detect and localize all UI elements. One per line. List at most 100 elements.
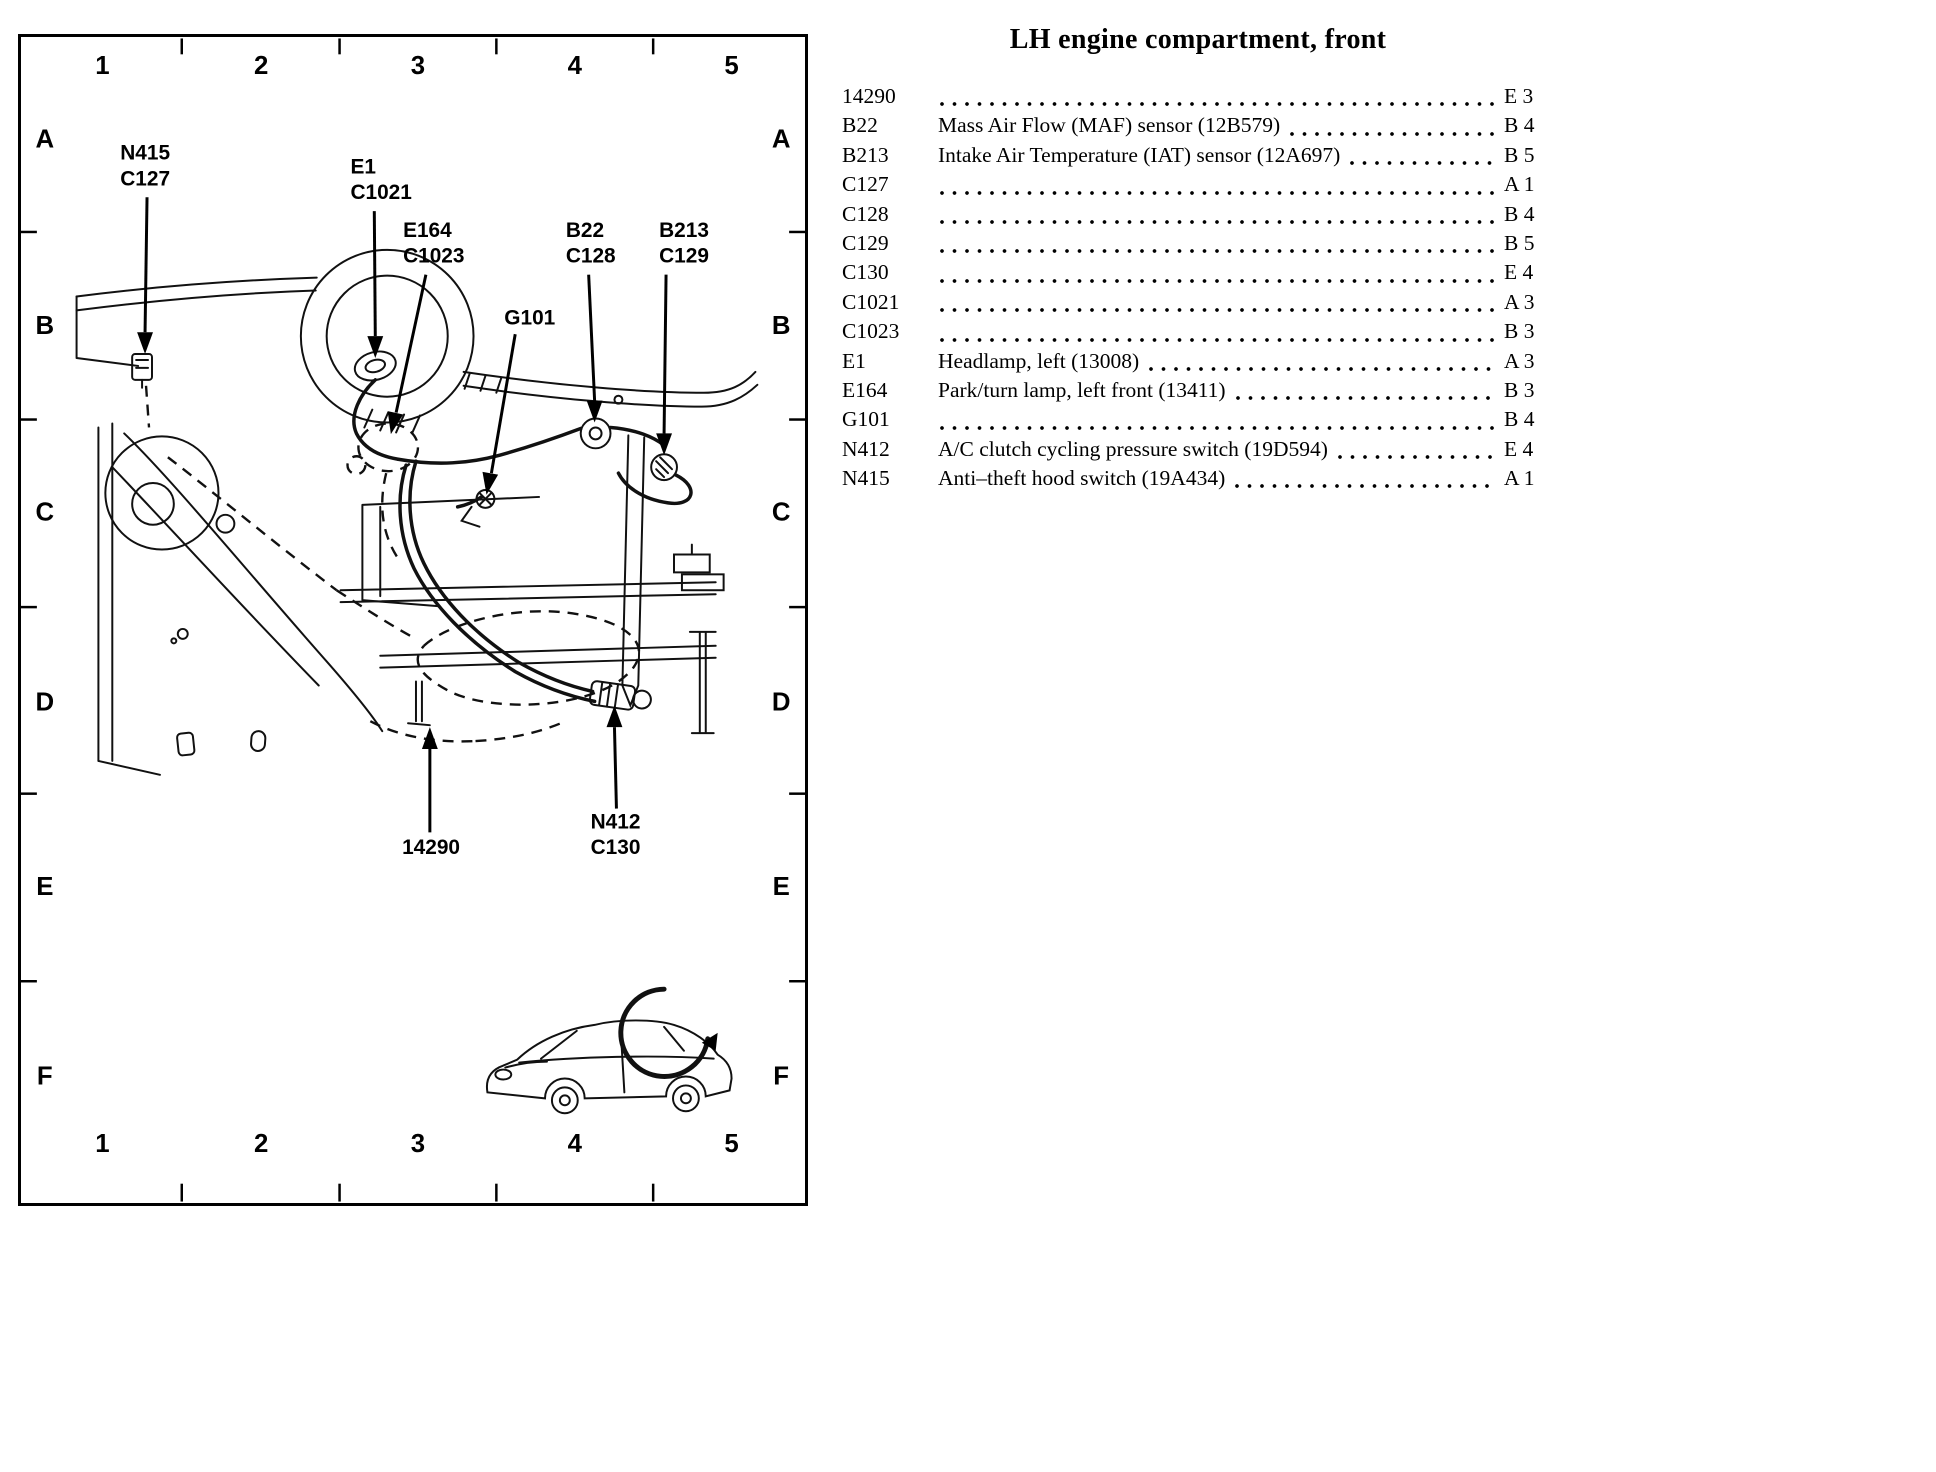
legend-code: N412: [842, 436, 890, 461]
legend-desc: Anti–theft hood switch (19A434): [938, 466, 1226, 491]
callout-g101-line1: G101: [504, 306, 555, 329]
callout-e164-line2: C1023: [403, 245, 464, 268]
callout-b213-line1: B213: [659, 219, 709, 242]
legend-dot-leader: [1288, 119, 1496, 141]
legend-grid-ref: A 3: [1504, 289, 1535, 314]
legend-desc: Intake Air Temperature (IAT) sensor (12A…: [938, 142, 1341, 167]
legend-grid-ref: B 3: [1504, 377, 1535, 402]
callout-b22-line1: B22: [566, 219, 604, 242]
callout-g101: G101: [482, 306, 555, 495]
grid-row-label: C: [35, 499, 54, 527]
connector-art: [131, 350, 678, 711]
grid-row-label: D: [772, 688, 791, 716]
grid-col-label: 1: [95, 1130, 109, 1158]
grid-col-label: 5: [724, 52, 738, 80]
callout-b22-arrow: [587, 274, 597, 401]
callout-n415: N415 C127: [120, 142, 170, 355]
location-swirl-arrow: [618, 986, 711, 1079]
legend-row-c130: C130 E 4: [842, 258, 1554, 287]
grid-row-label: F: [37, 1062, 53, 1090]
legend-dot-leader: [938, 207, 1496, 229]
legend-desc: Mass Air Flow (MAF) sensor (12B579): [938, 113, 1281, 138]
legend-code: C1021: [842, 289, 900, 314]
body-structure-art: [75, 248, 759, 776]
legend-dot-leader: [938, 295, 1496, 317]
legend-grid-ref: E 4: [1504, 260, 1534, 285]
legend-grid-ref: E 4: [1504, 436, 1534, 461]
legend-dot-leader: [938, 325, 1496, 347]
grid-row-label: A: [772, 126, 791, 154]
grid-row-label: F: [773, 1062, 789, 1090]
grid-col-label: 1: [95, 52, 109, 80]
grid-col-label: 4: [568, 52, 583, 80]
legend-grid-ref: B 4: [1504, 113, 1535, 138]
callout-n415-arrow: [143, 197, 149, 333]
grid-col-label: 5: [724, 1130, 738, 1158]
callout-b213-arrow: [662, 274, 668, 434]
legend-desc: A/C clutch cycling pressure switch (19D5…: [938, 436, 1328, 461]
callout-b22: B22 C128: [566, 219, 616, 423]
callout-b22-line2: C128: [566, 245, 616, 268]
grid-row-label: A: [35, 126, 54, 154]
callout-e1-arrow: [372, 211, 377, 337]
legend-dot-leader: [1234, 383, 1496, 405]
legend-code: E1: [842, 348, 866, 373]
legend-code: E164: [842, 377, 888, 402]
legend-code: B22: [842, 113, 878, 138]
legend-dot-leader: [1336, 442, 1496, 464]
callout-n412: N412 C130: [591, 705, 641, 859]
grid-row-label: C: [772, 499, 791, 527]
callout-14290: 14290: [402, 727, 460, 859]
callout-n412-line2: C130: [591, 836, 641, 859]
legend-code: N415: [842, 466, 890, 491]
ground-g101: [460, 489, 496, 528]
connector-b22-c128: [579, 417, 612, 450]
grid-col-label: 4: [568, 1130, 583, 1158]
legend-grid-ref: B 3: [1504, 319, 1535, 344]
legend-desc: Park/turn lamp, left front (13411): [938, 377, 1226, 402]
legend-code: C130: [842, 260, 889, 285]
callout-n412-arrow: [612, 727, 618, 809]
engine-compartment-diagram: 1 2 3 4 5 1 2 3 4 5 A B C D E F A B C D …: [21, 38, 805, 1202]
grid-col-label: 2: [254, 1130, 268, 1158]
legend-row-c1021: C1021 A 3: [842, 288, 1554, 317]
callout-n415-line1: N415: [120, 142, 170, 165]
car-locator-art: [485, 986, 733, 1115]
legend-dot-leader: [1233, 471, 1496, 493]
grid-row-label: D: [35, 688, 54, 716]
callout-e1: E1 C1021: [350, 155, 412, 359]
callouts: N415 C127 E1 C1021 E164 C1023 B22 C128: [120, 142, 709, 860]
legend-code: C1023: [842, 319, 900, 344]
callout-14290-line1: 14290: [402, 836, 460, 859]
legend-grid-ref: B 5: [1504, 230, 1535, 255]
legend-grid-ref: B 5: [1504, 142, 1535, 167]
legend-code: C127: [842, 172, 889, 197]
callout-e164: E164 C1023: [387, 219, 464, 435]
grid-col-label: 3: [411, 52, 425, 80]
connector-n415-c127: [131, 353, 153, 389]
legend-row-c1023: C1023 B 3: [842, 317, 1554, 346]
legend-row-b22: B22 Mass Air Flow (MAF) sensor (12B579) B …: [842, 111, 1554, 140]
callout-e1-line2: C1021: [350, 181, 411, 204]
grid-row-label: E: [36, 873, 53, 901]
legend-code: B213: [842, 142, 889, 167]
legend-dot-leader: [1348, 148, 1496, 170]
legend-row-n412: N412 A/C clutch cycling pressure switch (…: [842, 435, 1554, 464]
legend-dot-leader: [938, 236, 1496, 258]
legend-dot-leader: [938, 178, 1496, 200]
legend-grid-ref: A 3: [1504, 348, 1535, 373]
grid-row-label: B: [35, 312, 54, 340]
grid-row-label: E: [773, 873, 790, 901]
grid-col-label: 3: [411, 1130, 425, 1158]
legend-grid-ref: B 4: [1504, 201, 1535, 226]
legend-grid-ref: B 4: [1504, 407, 1535, 432]
legend-row-c129: C129 B 5: [842, 229, 1554, 258]
connector-e1-c1021: [353, 350, 397, 382]
legend-code: C129: [842, 230, 889, 255]
